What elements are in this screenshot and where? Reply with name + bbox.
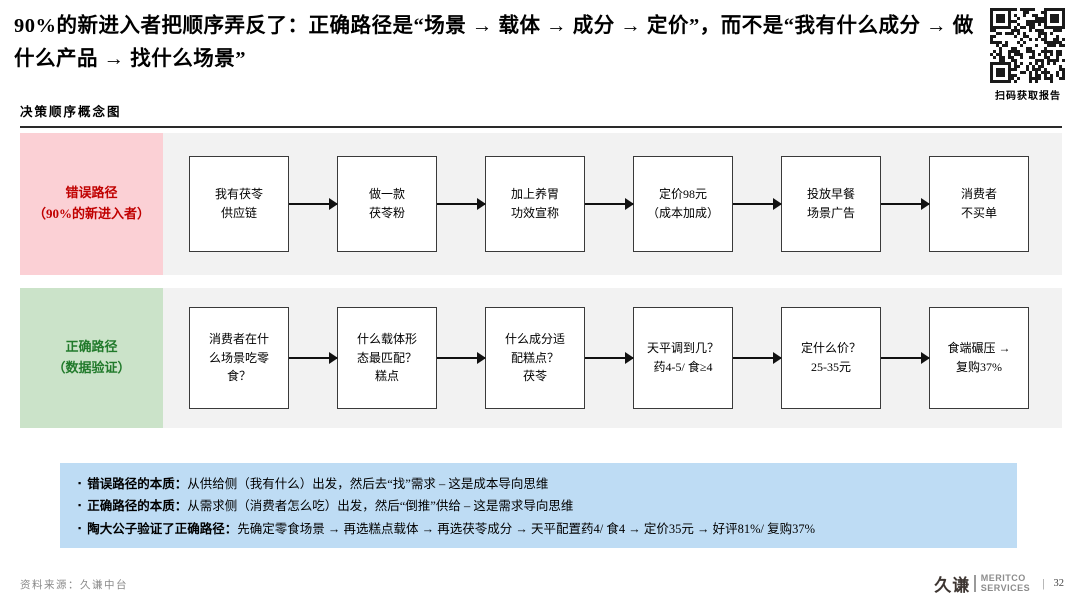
flow-step: 食端碾压 → 复购37% [929, 307, 1029, 409]
bullet-square-icon: ▪ [78, 500, 82, 511]
arrow-right-icon [437, 352, 486, 364]
note-item: ▪ 错误路径的本质：从供给侧（我有什么）出发，然后去“找”需求 – 这是成本导向思… [78, 473, 999, 495]
row-strip-wrong-path: 我有茯苓 供应链 做一款 茯苓粉 加上养胃 功效宣称 定价98元 （成本加成） … [163, 133, 1062, 275]
logo-divider [974, 575, 976, 592]
flow-row-right-path: 正确路径 （数据验证） 消费者在什 么场景吃零 食？ 什么载体形 态最匹配？ 糕… [20, 288, 1062, 428]
flow-row-wrong-path: 错误路径 （90%的新进入者） 我有茯苓 供应链 做一款 茯苓粉 加上养胃 功效… [20, 133, 1062, 275]
bullet-square-icon: ▪ [78, 478, 82, 488]
note-item: ▪ 陶大公子验证了正确路径：先确定零食场景 → 再选糕点载体 → 再选茯苓成分 →… [78, 518, 999, 540]
page-title: 90%的新进入者把顺序弄反了：正确路径是“场景 → 载体 → 成分 → 定价”，… [14, 15, 974, 71]
source-note: 资料来源：久谦中台 [20, 580, 128, 591]
note-text: 从需求侧（消费者怎么吃）出发，然后“倒推”供给 – 这是需求导向思维 [187, 499, 574, 514]
row-label-right-path: 正确路径 （数据验证） [20, 288, 163, 428]
logo-en-bottom: SERVICES [980, 582, 1031, 593]
note-text: 先确定零食场景 → 再选糕点载体 → 再选茯苓成分 → 天平配置药4/ 食4 →… [237, 521, 815, 536]
arrow-right-icon [585, 352, 634, 364]
flow-step: 什么成分适 配糕点？ 茯苓 [485, 307, 585, 409]
flow-step: 定什么价？ 25-35元 [781, 307, 881, 409]
flow-step: 天平调到几？ 药4-5/ 食≥4 [633, 307, 733, 409]
row-strip-right-path: 消费者在什 么场景吃零 食？ 什么载体形 态最匹配？ 糕点 什么成分适 配糕点？… [163, 288, 1062, 428]
arrow-right-icon [881, 198, 930, 210]
notes-box: ▪ 错误路径的本质：从供给侧（我有什么）出发，然后去“找”需求 – 这是成本导向思… [60, 463, 1017, 548]
diagram-section-label: 决策顺序概念图 [20, 105, 122, 119]
flow-step: 消费者 不买单 [929, 156, 1029, 252]
arrow-right-icon [289, 352, 338, 364]
row-label-wrong-path: 错误路径 （90%的新进入者） [20, 133, 163, 275]
flow-step: 什么载体形 态最匹配？ 糕点 [337, 307, 437, 409]
note-text: 从供给侧（我有什么）出发，然后去“找”需求 – 这是成本导向思维 [187, 477, 549, 491]
section-divider [20, 126, 1062, 128]
footer-logo-group: 久谦 MERITCO SERVICES | 32 [934, 571, 1064, 596]
flow-step: 我有茯苓 供应链 [189, 156, 289, 252]
note-lead: 陶大公子验证了正确路径： [87, 521, 238, 536]
page-separator: | [1042, 576, 1045, 590]
qr-caption: 扫码获取报告 [995, 91, 1061, 102]
note-item: ▪ 正确路径的本质：从需求侧（消费者怎么吃）出发，然后“倒推”供给 – 这是需求导… [78, 495, 999, 517]
flow-step: 消费者在什 么场景吃零 食？ [189, 307, 289, 409]
flow-step: 定价98元 （成本加成） [633, 156, 733, 252]
flow-step: 加上养胃 功效宣称 [485, 156, 585, 252]
note-lead: 正确路径的本质： [87, 499, 188, 514]
logo-cn: 久谦 [934, 576, 971, 595]
qr-block: 扫码获取报告 [986, 8, 1070, 102]
arrow-right-icon [881, 352, 930, 364]
page-number: 32 [1053, 578, 1065, 589]
note-lead: 错误路径的本质： [87, 477, 188, 491]
arrow-right-icon [437, 198, 486, 210]
flow-step: 做一款 茯苓粉 [337, 156, 437, 252]
arrow-right-icon [585, 198, 634, 210]
logo-en: MERITCO SERVICES [980, 573, 1031, 593]
qr-code-icon [990, 8, 1066, 84]
bullet-square-icon: ▪ [78, 522, 82, 533]
arrow-right-icon [733, 352, 782, 364]
arrow-right-icon [289, 198, 338, 210]
arrow-right-icon [733, 198, 782, 210]
flow-step: 投放早餐 场景广告 [781, 156, 881, 252]
logo-en-top: MERITCO [980, 573, 1026, 584]
